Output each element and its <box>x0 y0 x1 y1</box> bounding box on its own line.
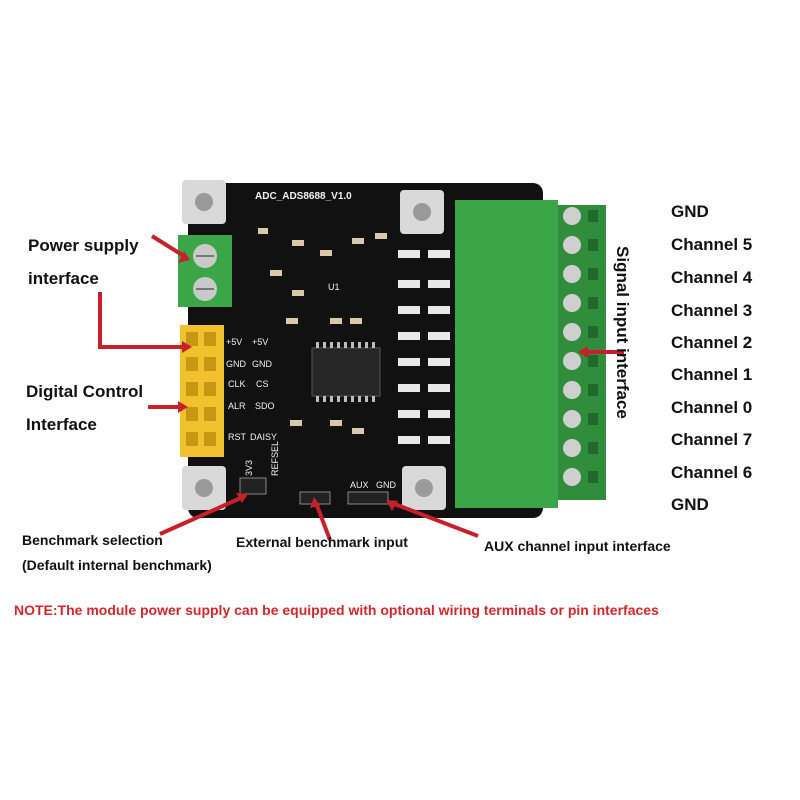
channel-label-gnd-top: GND <box>671 202 709 221</box>
board-name: ADC_ADS8688_V1.0 <box>255 191 352 202</box>
power-supply-label: Power supply <box>28 236 139 255</box>
u1-label: U1 <box>328 282 340 292</box>
power-callout-line-2 <box>98 292 186 349</box>
pin-label-gnd-a: GND <box>226 359 247 369</box>
digital-control-label: Digital Control <box>26 382 144 401</box>
pin-label-daisy: DAISY <box>250 432 277 442</box>
channel-label-4: Channel 4 <box>671 268 753 287</box>
benchmark-callout-line <box>159 495 244 536</box>
ext-ref-callout-line <box>314 502 332 541</box>
pin-label-clk: CLK <box>228 379 246 389</box>
aux-label: AUX <box>350 480 369 490</box>
pin-label-5v-a: +5V <box>226 337 242 347</box>
benchmark-selection-label: Benchmark selection <box>22 532 163 548</box>
channel-label-5: Channel 5 <box>671 235 753 254</box>
digital-control-label-2: Interface <box>26 415 97 434</box>
pin-label-gnd-b: GND <box>252 359 273 369</box>
channel-label-0: Channel 0 <box>671 398 753 417</box>
pin-label-5v-b: +5V <box>252 337 268 347</box>
pin-label-sdo: SDO <box>255 401 275 411</box>
v33-label: 3V3 <box>244 460 254 476</box>
channel-label-1: Channel 1 <box>671 365 753 384</box>
power-supply-label-2: interface <box>28 269 99 288</box>
aux-callout-line <box>391 501 479 538</box>
benchmark-default-label: (Default internal benchmark) <box>22 557 212 573</box>
pin-label-alr: ALR <box>228 401 246 411</box>
channel-label-6: Channel 6 <box>671 463 753 482</box>
external-benchmark-label: External benchmark input <box>236 534 408 550</box>
signal-input-label: Signal input interface <box>613 246 632 419</box>
refsel-jumper <box>239 477 267 495</box>
pin-label-cs: CS <box>256 379 269 389</box>
refsel-label: REFSEL <box>270 441 280 476</box>
power-callout-line <box>150 234 189 260</box>
aux-pins <box>347 491 389 505</box>
pin-label-rst: RST <box>228 432 247 442</box>
channel-label-7: Channel 7 <box>671 430 753 449</box>
channel-label-3: Channel 3 <box>671 301 753 320</box>
channel-label-gnd-bottom: GND <box>671 495 709 514</box>
aux-channel-label: AUX channel input interface <box>484 538 671 554</box>
note-text: NOTE:The module power supply can be equi… <box>14 602 659 618</box>
adc-chip <box>311 347 381 397</box>
gnd-silk-label: GND <box>376 480 397 490</box>
channel-label-2: Channel 2 <box>671 333 753 352</box>
signal-terminal-block <box>455 200 558 508</box>
